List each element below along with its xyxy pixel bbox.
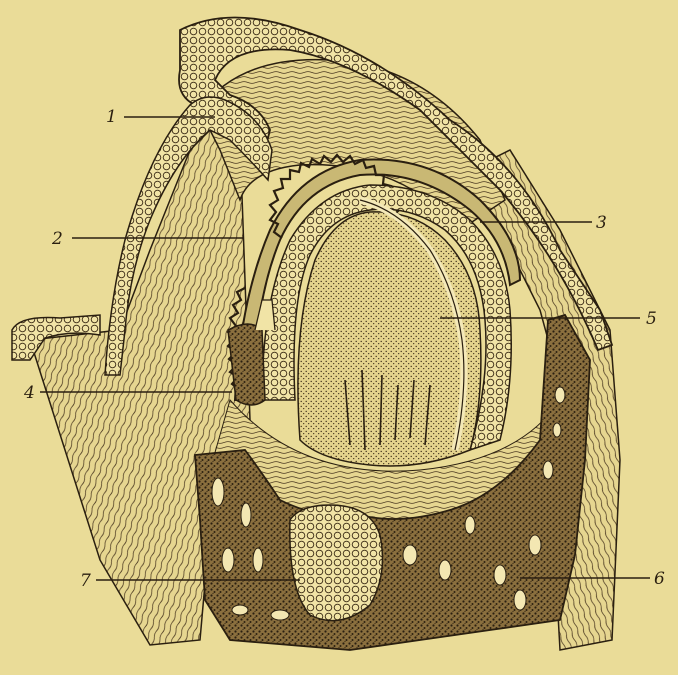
label-3: 3 xyxy=(596,213,607,233)
label-7: 7 xyxy=(80,571,91,591)
label-2: 2 xyxy=(51,229,63,249)
label-4: 4 xyxy=(23,383,35,403)
inner-pulp xyxy=(298,212,481,466)
cellular-cluster xyxy=(290,505,383,621)
label-5: 5 xyxy=(646,309,657,329)
label-6: 6 xyxy=(654,569,665,589)
label-1: 1 xyxy=(106,107,117,127)
